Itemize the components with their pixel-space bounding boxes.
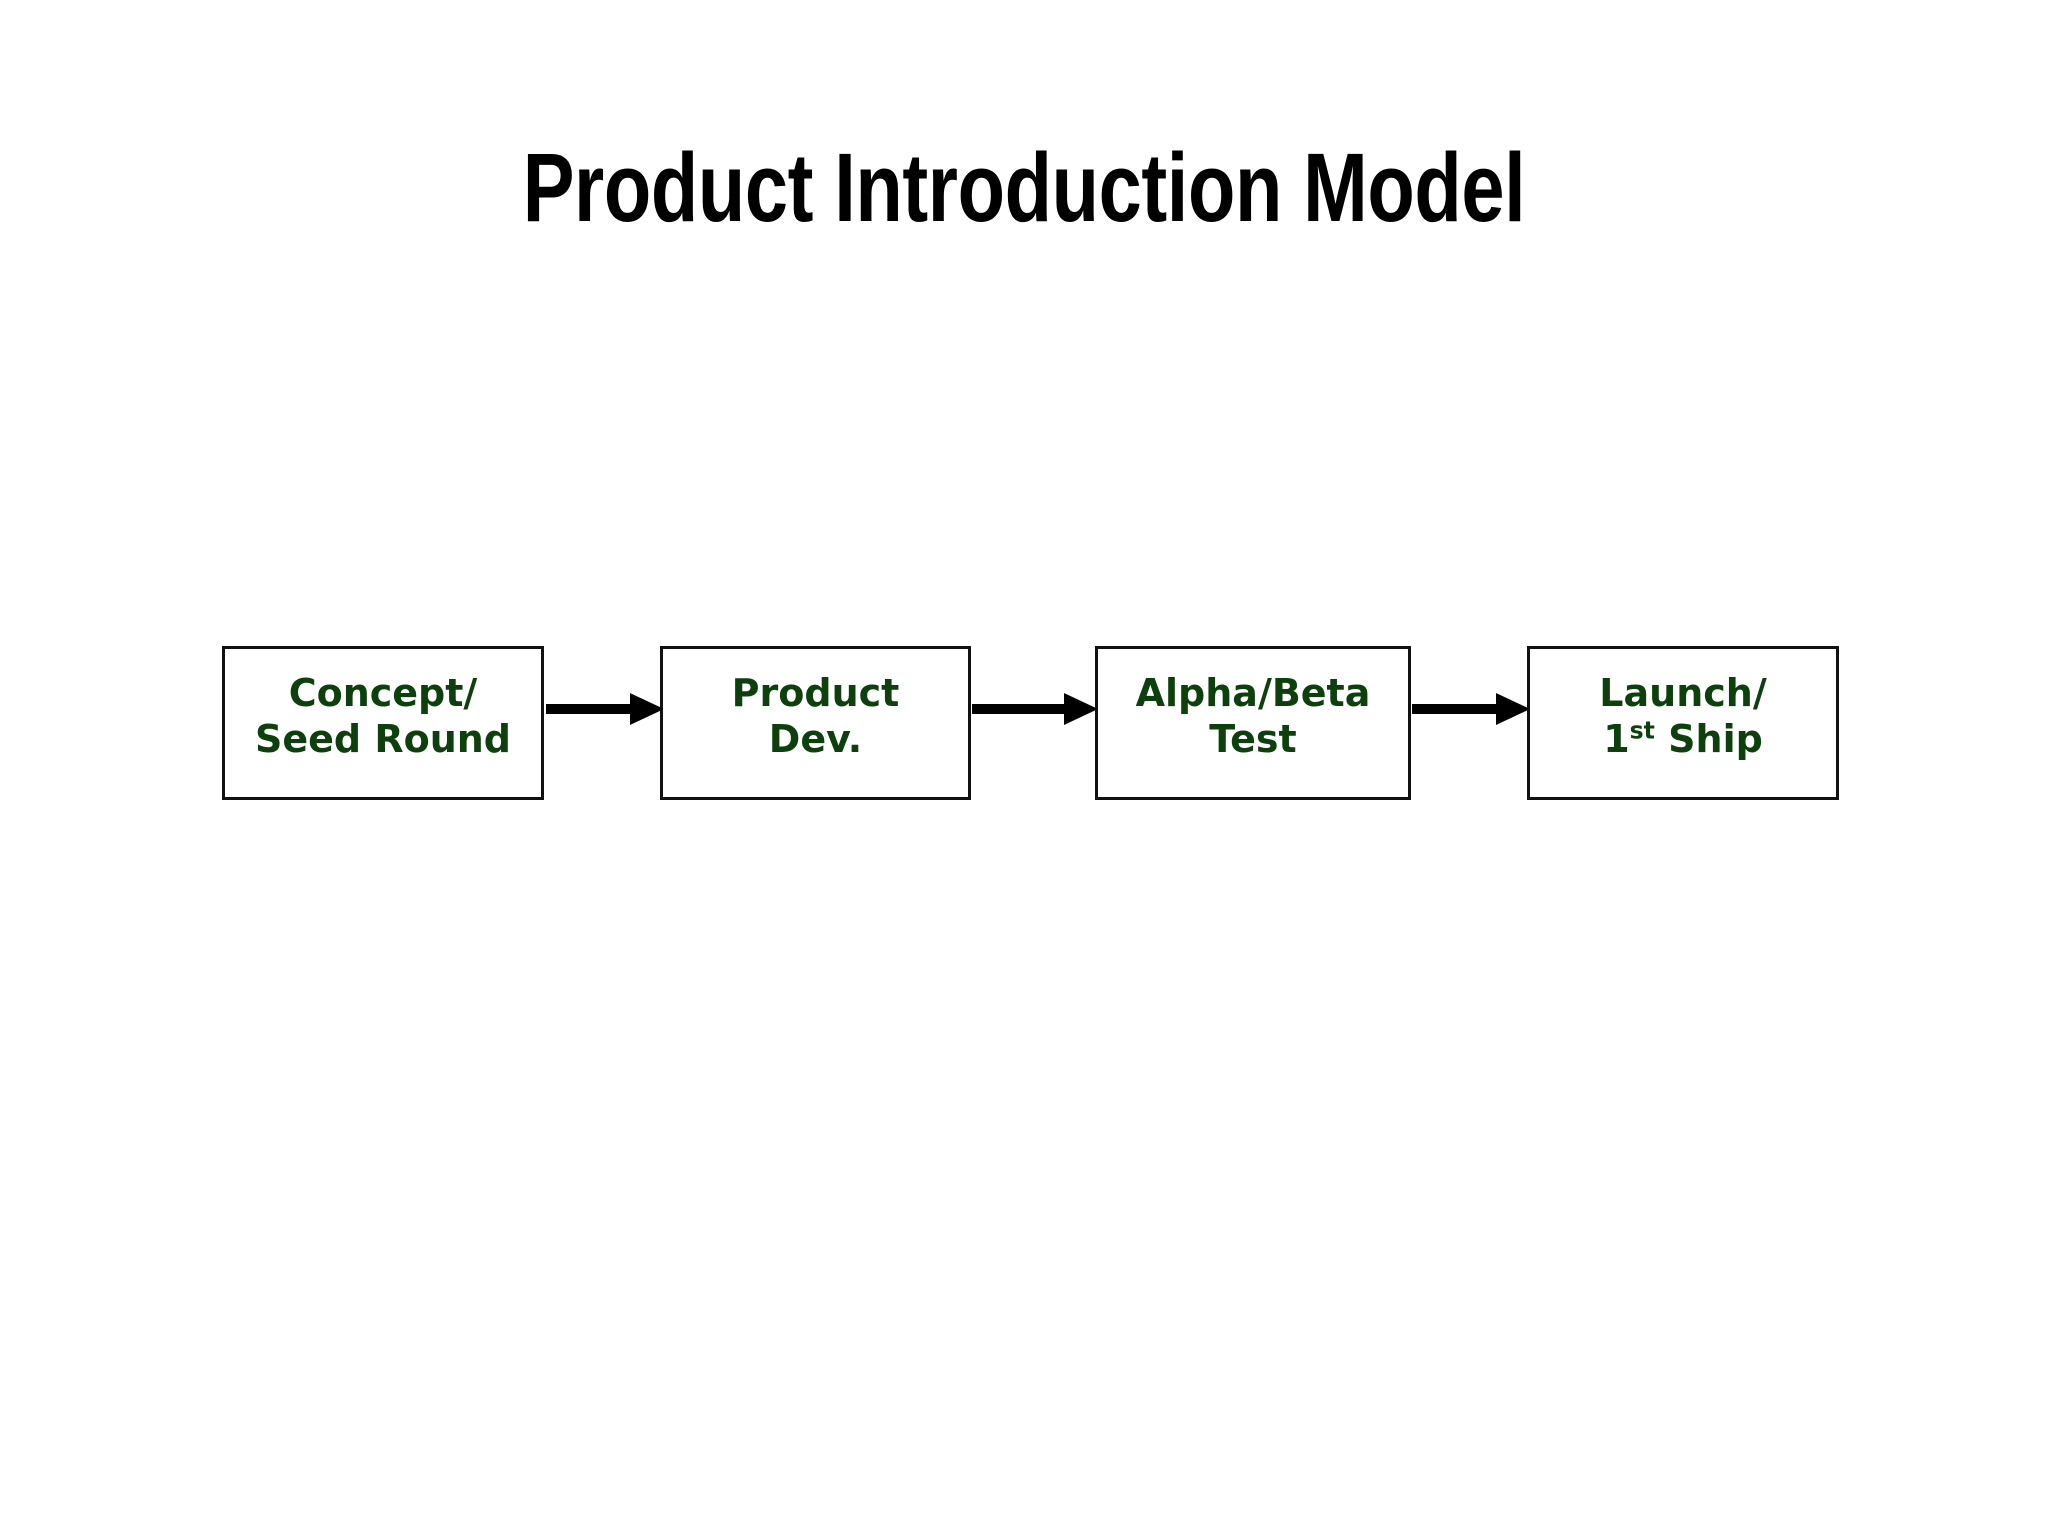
flow-node-label-line2: Seed Round bbox=[254, 717, 512, 761]
flow-node-product-dev[interactable]: Product Dev. bbox=[660, 646, 971, 800]
arrow-head-icon bbox=[1496, 693, 1530, 725]
flow-arrow-alpha-beta-to-launch bbox=[1412, 693, 1530, 725]
arrow-shaft bbox=[1412, 704, 1502, 714]
page-title: Product Introduction Model bbox=[522, 132, 1526, 242]
flow-node-label-line1: Product bbox=[731, 671, 900, 715]
arrow-head-icon bbox=[1064, 693, 1098, 725]
arrow-head-icon bbox=[630, 693, 664, 725]
ordinal-number: 1 bbox=[1603, 717, 1630, 761]
arrow-shaft bbox=[546, 704, 636, 714]
flow-arrow-product-dev-to-alpha-beta bbox=[972, 693, 1098, 725]
flow-node-label-line1: Alpha/Beta bbox=[1135, 671, 1371, 715]
ordinal-suffix: st bbox=[1629, 716, 1655, 745]
flow-node-label-line1: Concept/ bbox=[288, 671, 478, 715]
flow-node-label-line2: Test bbox=[1209, 717, 1297, 761]
arrow-shaft bbox=[972, 704, 1070, 714]
flow-node-label-line1: Launch/ bbox=[1599, 671, 1767, 715]
flow-arrow-concept-to-product-dev bbox=[546, 693, 664, 725]
flow-node-label-line2: 1st Ship bbox=[1603, 716, 1763, 762]
ship-label: Ship bbox=[1654, 717, 1763, 761]
flow-node-alpha-beta-test[interactable]: Alpha/Beta Test bbox=[1095, 646, 1411, 800]
flow-node-launch-first-ship[interactable]: Launch/ 1st Ship bbox=[1527, 646, 1839, 800]
flow-node-label-line2: Dev. bbox=[768, 717, 863, 761]
process-flow-diagram: Concept/ Seed Round Product Dev. Alpha/B… bbox=[0, 646, 2048, 806]
flow-node-concept-seed-round[interactable]: Concept/ Seed Round bbox=[222, 646, 544, 800]
